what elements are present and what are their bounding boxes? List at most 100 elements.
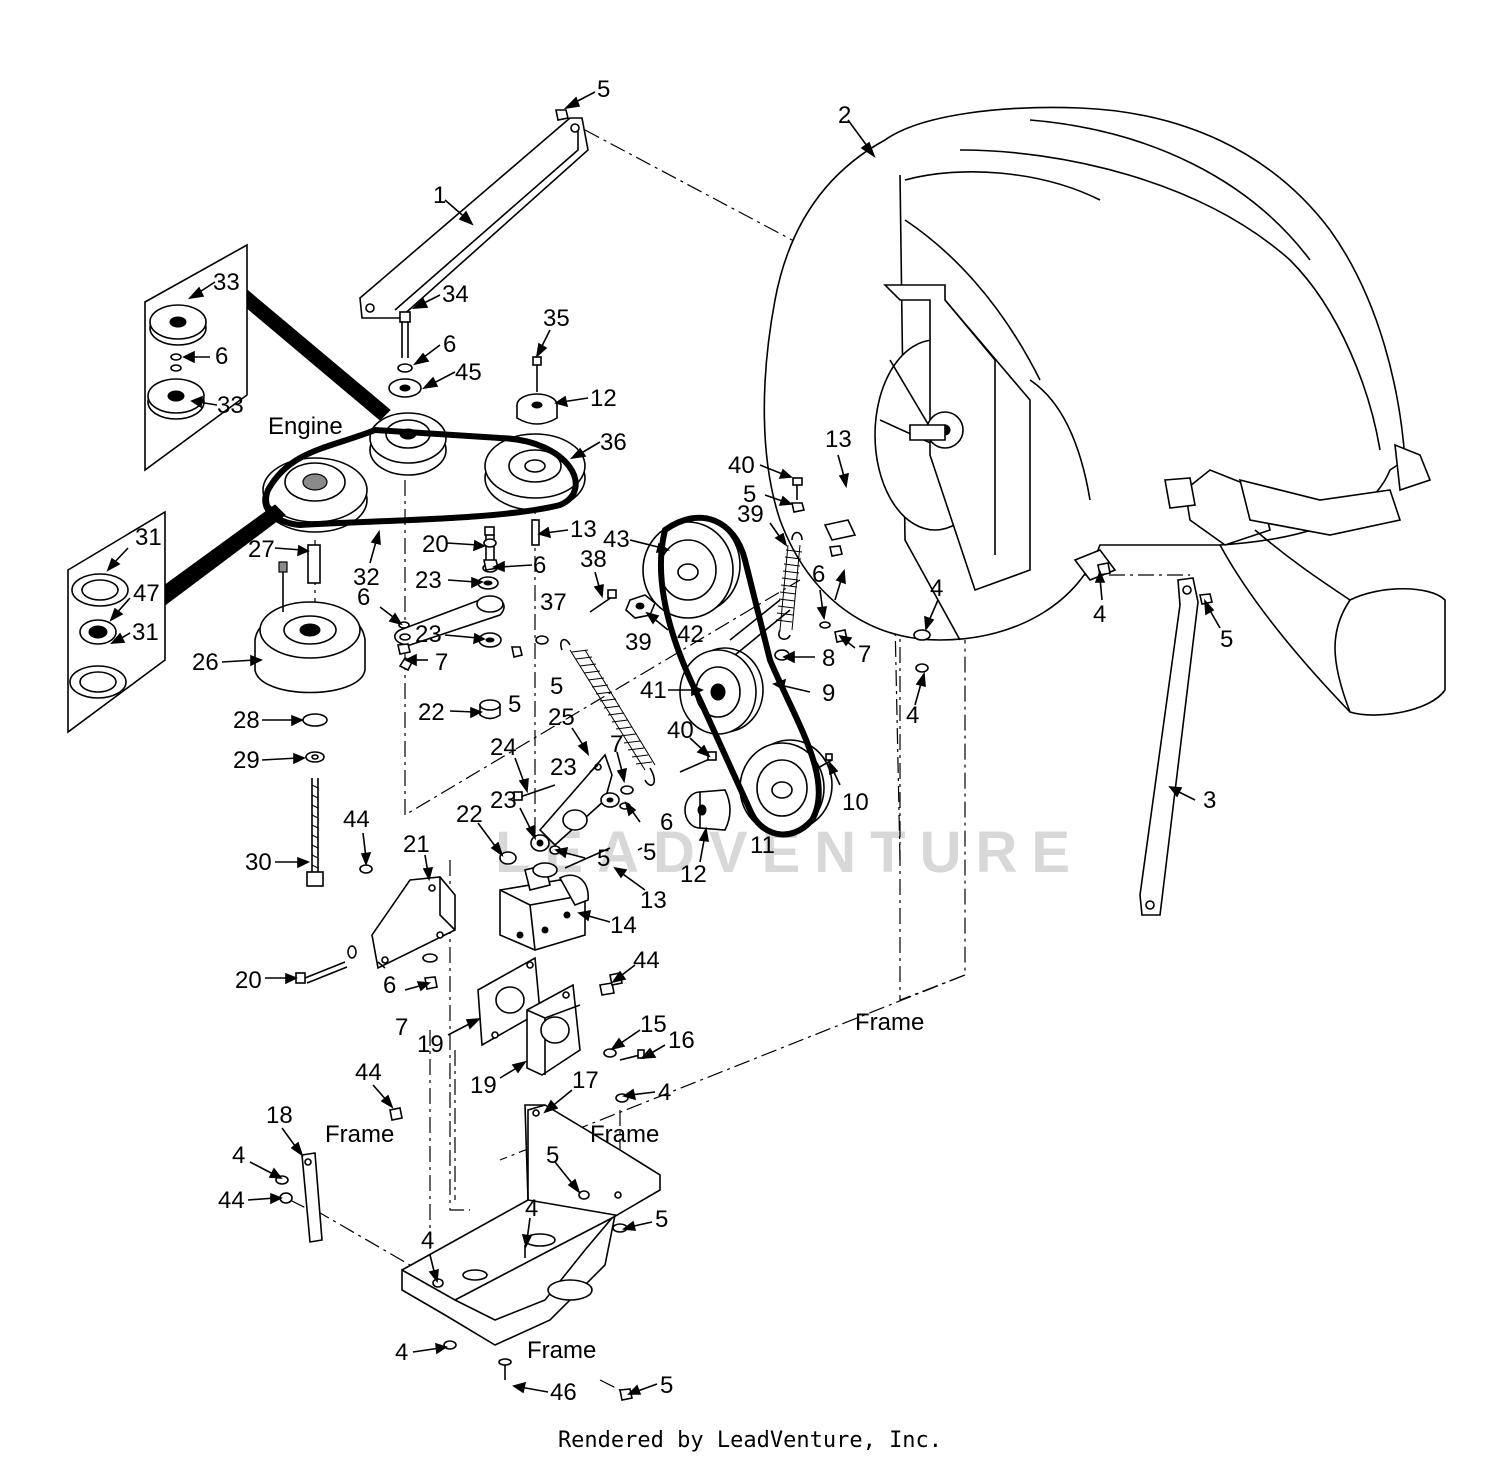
callout-31: 31 [135, 524, 162, 551]
belt-32 [263, 426, 579, 529]
blower-housing [763, 106, 1446, 716]
callout-45: 45 [455, 359, 482, 386]
strap-1 [359, 117, 589, 319]
bolt-38 [589, 589, 617, 613]
callout-5: 5 [546, 1142, 559, 1169]
callout-13: 13 [570, 516, 597, 543]
callout-22: 22 [418, 699, 445, 726]
pulley-36 [484, 433, 586, 511]
callout-4: 4 [930, 575, 943, 602]
belt-9 [658, 514, 822, 838]
callout-14: 14 [610, 912, 637, 939]
bolt-10 [817, 759, 833, 769]
hub-12b [684, 789, 731, 831]
callout-24: 24 [490, 734, 517, 761]
strap-3 [1139, 577, 1199, 916]
washer-29 [305, 751, 325, 763]
idler-arm-37 [394, 535, 505, 720]
callout-2: 2 [838, 102, 851, 129]
callout-13: 13 [825, 426, 852, 453]
leader-arrows [106, 91, 1221, 1395]
callout-30: 30 [245, 849, 272, 876]
callout-6: 6 [357, 584, 370, 611]
callout-23: 23 [415, 567, 442, 594]
pulley-43 [642, 516, 741, 619]
plate-19a [477, 956, 541, 1047]
callout-33: 33 [213, 269, 240, 296]
callout-37: 37 [540, 589, 567, 616]
callout-6: 6 [812, 561, 825, 588]
spring-39 [560, 638, 656, 786]
callout-7: 7 [435, 649, 448, 676]
callout-4: 4 [421, 1227, 434, 1254]
clutch-26 [254, 561, 366, 694]
bolt-40a [791, 477, 806, 513]
gearbox-14 [499, 862, 589, 951]
callout-7: 7 [610, 731, 623, 758]
pulley-11 [739, 739, 833, 834]
callout-4: 4 [906, 702, 919, 729]
callout-35: 35 [543, 305, 570, 332]
spacer-22 [499, 851, 517, 865]
callout-15: 15 [640, 1011, 667, 1038]
callout-5: 5 [660, 1372, 673, 1399]
idler-pulley-top [369, 412, 447, 476]
callout-12: 12 [590, 385, 617, 412]
callout-40: 40 [728, 452, 755, 479]
spring-39-upper [775, 531, 803, 640]
callout-27: 27 [248, 536, 275, 563]
callout-25: 25 [548, 704, 575, 731]
label-frame: Frame [590, 1121, 659, 1148]
hub-12 [516, 393, 558, 425]
callout-47: 47 [133, 580, 160, 607]
callout-39: 39 [737, 501, 764, 528]
callout-4: 4 [658, 1079, 671, 1106]
callout-38: 38 [580, 546, 607, 573]
callout-6: 6 [443, 331, 456, 358]
callout-5: 5 [550, 673, 563, 700]
plate-19b [526, 983, 581, 1076]
callout-4: 4 [232, 1142, 245, 1169]
callout-19: 19 [470, 1072, 497, 1099]
word-labels: Engine Frame Frame Frame Frame [268, 413, 924, 1364]
engine-pulley [262, 457, 368, 533]
spacer-27 [307, 544, 321, 584]
callout-44: 44 [218, 1187, 245, 1214]
callout-23: 23 [415, 621, 442, 648]
callout-7: 7 [395, 1014, 408, 1041]
label-engine: Engine [268, 413, 343, 440]
callout-32: 32 [353, 564, 380, 591]
label-frame: Frame [527, 1337, 596, 1364]
callout-21: 21 [403, 831, 430, 858]
callout-44: 44 [343, 806, 370, 833]
callout-19: 19 [417, 1031, 444, 1058]
plate-25 [530, 753, 634, 855]
callout-4: 4 [395, 1339, 408, 1366]
callout-41: 41 [640, 677, 667, 704]
bolt-30 [306, 778, 324, 887]
callout-36: 36 [600, 429, 627, 456]
callout-13: 13 [640, 887, 667, 914]
assembly-lines [289, 129, 1190, 1391]
callout-42: 42 [677, 621, 704, 648]
bracket-21 [371, 876, 456, 970]
inset-31 [67, 504, 286, 734]
callout-labels: 5 2 1 33 6 33 34 35 6 45 12 36 13 40 5 3… [132, 76, 1233, 1406]
callout-23: 23 [490, 787, 517, 814]
callout-20: 20 [235, 967, 262, 994]
callout-12: 12 [680, 861, 707, 888]
callout-29: 29 [233, 747, 260, 774]
callout-5: 5 [597, 76, 610, 103]
callout-5: 5 [743, 481, 756, 508]
callout-31: 31 [132, 619, 159, 646]
callout-16: 16 [668, 1027, 695, 1054]
washer-28 [302, 713, 328, 727]
callout-9: 9 [822, 680, 835, 707]
callout-33: 33 [217, 392, 244, 419]
spacer-13a [531, 519, 540, 546]
callout-23: 23 [550, 754, 577, 781]
bracket-17 [401, 1104, 661, 1346]
callout-5: 5 [508, 691, 521, 718]
callout-44: 44 [355, 1059, 382, 1086]
